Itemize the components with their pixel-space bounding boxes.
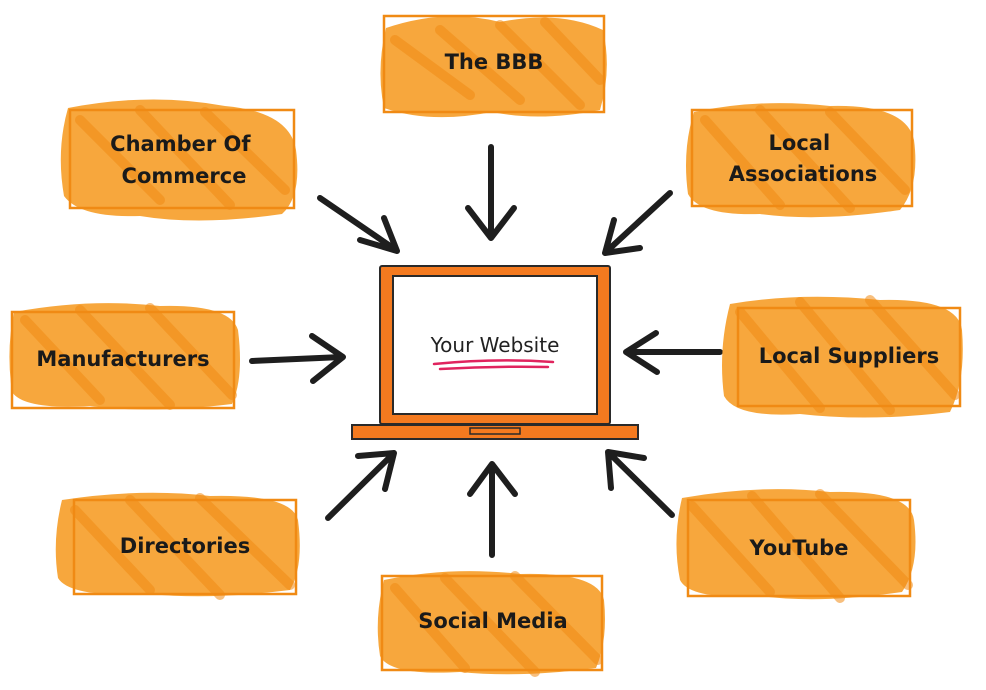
source-label: The BBB	[445, 50, 544, 74]
source-label-line: Associations	[729, 162, 878, 186]
source-label-line: Local Suppliers	[759, 344, 940, 368]
box-border	[690, 108, 914, 208]
source-box-youtube: YouTube	[676, 489, 916, 603]
box-border	[10, 310, 236, 410]
laptop-trackpad-notch	[469, 427, 521, 435]
source-label-line: The BBB	[445, 50, 544, 74]
box-border	[686, 498, 912, 598]
center-underline	[432, 359, 555, 371]
source-box-local-associations: Local Associations	[686, 103, 916, 218]
box-border	[72, 498, 298, 596]
source-label: Chamber Of Commerce	[110, 132, 258, 188]
box-scribble-strokes	[70, 493, 295, 600]
source-label-line: Directories	[120, 534, 250, 558]
source-label-line: Local	[769, 131, 831, 155]
source-label: Social Media	[418, 609, 567, 633]
source-label-line: Social Media	[418, 609, 567, 633]
box-border	[736, 306, 962, 408]
source-box-manufacturers: Manufacturers	[9, 303, 240, 410]
source-box-social-media: Social Media	[377, 571, 605, 677]
box-scribble	[380, 16, 607, 118]
source-label: Manufacturers	[36, 347, 209, 371]
source-box-chamber: Chamber Of Commerce	[60, 99, 298, 221]
arrow-from-local-suppliers	[623, 330, 723, 375]
arrow-from-bbb	[465, 144, 517, 241]
arrow-from-social-media	[467, 461, 518, 558]
arrow-from-chamber	[317, 195, 400, 254]
box-border	[68, 108, 296, 210]
arrow-from-local-associations	[602, 190, 673, 256]
source-label-line: Chamber Of	[110, 132, 251, 156]
laptop-screen	[392, 275, 598, 415]
arrows	[249, 144, 723, 558]
source-label-line: Commerce	[122, 164, 247, 188]
box-scribble-strokes	[75, 105, 290, 210]
box-scribble-strokes	[390, 17, 605, 110]
box-border	[382, 14, 606, 114]
source-label-line: Manufacturers	[36, 347, 209, 371]
arrow-from-youtube	[605, 449, 675, 518]
source-label-line: YouTube	[749, 536, 849, 560]
source-box-directories: Directories	[55, 492, 300, 600]
source-label: Directories	[120, 534, 250, 558]
box-scribble-strokes	[700, 105, 910, 213]
box-scribble-strokes	[390, 571, 603, 677]
box-scribble-strokes	[687, 489, 913, 603]
arrow-from-manufacturers	[249, 333, 346, 384]
source-label: YouTube	[749, 536, 849, 560]
box-scribble-strokes	[20, 303, 237, 410]
box-scribble-strokes	[735, 295, 960, 415]
source-box-local-suppliers: Local Suppliers	[722, 295, 963, 418]
box-border	[380, 574, 604, 672]
center-label: Your Website	[430, 333, 560, 357]
source-label: Local Associations	[729, 131, 878, 186]
source-label: Local Suppliers	[759, 344, 940, 368]
box-scribble	[60, 99, 298, 221]
source-box-bbb: The BBB	[380, 14, 607, 118]
arrow-from-directories	[325, 450, 397, 521]
laptop-icon: Your Website	[351, 265, 639, 440]
